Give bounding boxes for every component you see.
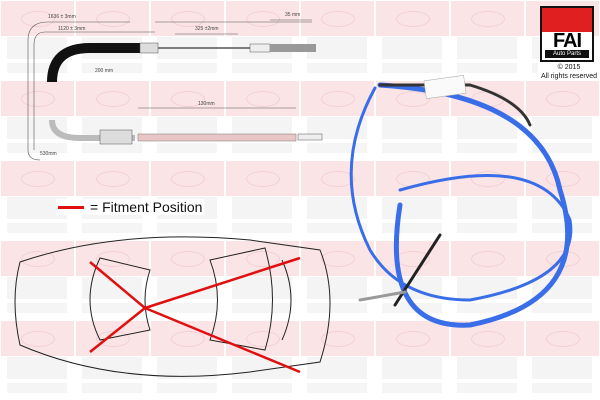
watermark-tile	[450, 320, 525, 400]
watermark-tile	[225, 240, 300, 320]
watermark-tile	[0, 80, 75, 160]
watermark-tile	[450, 240, 525, 320]
spring-section	[137, 133, 297, 142]
watermark-tile	[375, 160, 450, 240]
watermark-tile	[300, 80, 375, 160]
dim-200: 200 mm	[95, 68, 113, 74]
dim-530: 530mm	[40, 151, 57, 157]
watermark-tile	[75, 80, 150, 160]
copyright: © 2015 All rights reserved	[538, 63, 600, 81]
dim-325: 325 ±2mm	[195, 26, 219, 32]
watermark-tile	[150, 320, 225, 400]
watermark-tile	[525, 320, 600, 400]
rights-text: All rights reserved	[540, 73, 598, 80]
fitment-legend: = Fitment Position	[56, 199, 205, 215]
fitment-position-lines	[89, 256, 301, 374]
watermark-tile	[450, 0, 525, 80]
logo-sub: Auto Parts	[545, 50, 589, 58]
watermark-tile	[300, 0, 375, 80]
product-label	[423, 75, 467, 99]
car-outline	[14, 236, 331, 377]
outer-dim-line	[27, 21, 130, 161]
product-cable	[349, 82, 573, 328]
watermark-tile	[150, 240, 225, 320]
cable-sheath-black	[47, 43, 140, 83]
watermark-tile	[0, 240, 75, 320]
dim-35: 35 mm	[285, 12, 300, 18]
watermark-tile	[375, 80, 450, 160]
dim-130: 130mm	[198, 101, 215, 107]
watermark-tile	[300, 160, 375, 240]
watermark-tile	[450, 160, 525, 240]
watermark-tile	[0, 0, 75, 80]
legend-label: = Fitment Position	[90, 199, 203, 215]
red-line-swatch	[58, 205, 84, 209]
fai-logo: FAI Auto Parts	[540, 6, 596, 62]
copyright-year: © 2015	[557, 64, 581, 71]
watermark-tile	[150, 0, 225, 80]
logo-brand: FAI	[552, 30, 582, 52]
watermark-tile	[375, 0, 450, 80]
watermark-tile	[225, 160, 300, 240]
dim-total: 1636 ± 3mm	[48, 14, 76, 20]
dim-inner: 1120 ± 3mm	[58, 26, 85, 32]
watermark-tile	[150, 80, 225, 160]
watermark-tile	[300, 240, 375, 320]
watermark-tile	[225, 80, 300, 160]
watermark-tile	[0, 160, 75, 240]
threaded-end	[270, 44, 316, 52]
